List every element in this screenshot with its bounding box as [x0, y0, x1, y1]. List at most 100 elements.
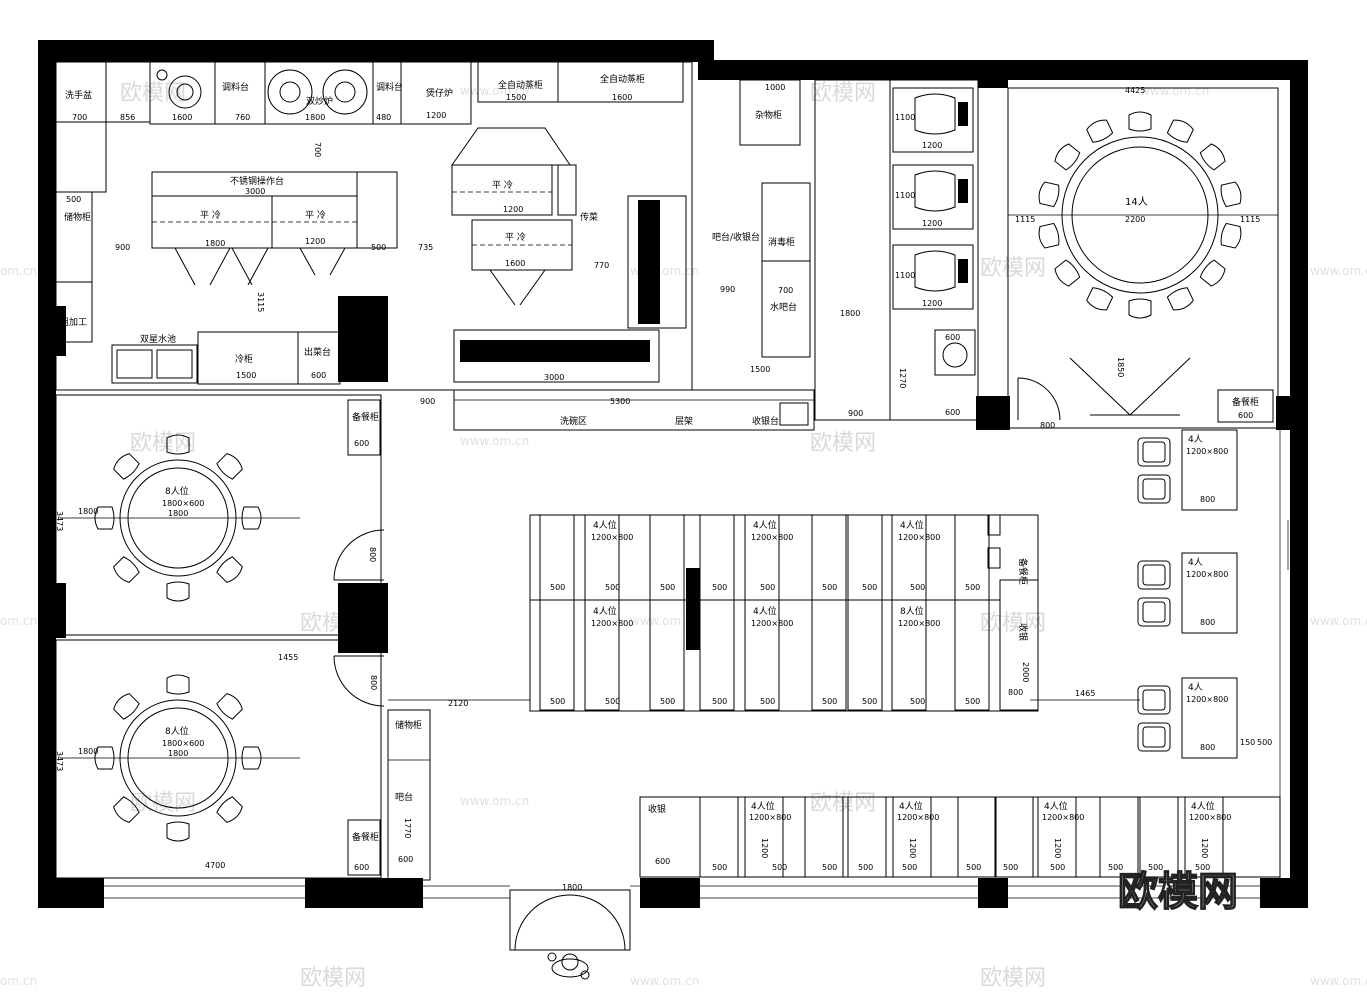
dim: 500 — [712, 583, 727, 592]
dim: 500 — [605, 583, 620, 592]
booth-bench — [892, 796, 932, 878]
dim: 1800 — [562, 883, 582, 892]
dim: 500 — [1148, 863, 1163, 872]
chair-icon — [216, 693, 243, 720]
chair-icon — [1054, 143, 1081, 171]
dim: 1455 — [278, 653, 298, 662]
dim: 735 — [418, 243, 433, 252]
dim: 1270 — [898, 368, 907, 388]
dim: 500 — [660, 583, 675, 592]
watermark: 欧模网 — [130, 791, 196, 816]
dim: 900 — [848, 409, 863, 418]
dim: 1100 — [895, 113, 915, 122]
chair-icon — [216, 796, 243, 823]
chair-icon — [94, 506, 115, 530]
dim: 2120 — [448, 699, 468, 708]
chair-icon — [166, 581, 190, 602]
booth-spec: 1200×800 — [897, 813, 939, 822]
wall-bottom-left — [38, 878, 104, 908]
booth-spec: 1200×800 — [591, 533, 633, 542]
watermark-url: www.om.cn — [1140, 84, 1209, 98]
dim: 3473 — [55, 751, 64, 771]
dim: 500 — [550, 697, 565, 706]
chair-icon — [1137, 474, 1171, 504]
toilet-stall-3: 1200 1100 — [892, 244, 974, 310]
label-flat-cold: 平 冷 — [505, 231, 526, 243]
booth-bench — [847, 796, 887, 878]
dim: 500 — [371, 243, 386, 252]
dim: 1500 — [236, 371, 256, 380]
booth-table-label: 4人位 — [899, 800, 923, 812]
dim: 1200 — [1200, 838, 1209, 858]
booth-table-label: 4人位 — [1191, 800, 1215, 812]
dim: 500 — [902, 863, 917, 872]
dim: 4700 — [205, 861, 225, 870]
vip-table-label: 14人 — [1125, 196, 1148, 208]
label-wash: 洗碗区 — [560, 415, 587, 427]
booth-table-label: 4人位 — [1044, 800, 1068, 812]
dim: 800 — [1200, 495, 1215, 504]
label-rinse: 粗加工 — [60, 316, 87, 328]
booth-bench — [699, 599, 735, 711]
chair-icon — [113, 556, 140, 583]
chair-icon — [1137, 722, 1171, 752]
wall-notch — [698, 40, 714, 80]
dim: 500 — [605, 697, 620, 706]
dim: 500 — [760, 697, 775, 706]
dim: 500 — [822, 583, 837, 592]
watermark-url: www.om.cn — [1310, 614, 1367, 628]
chair-icon — [216, 453, 243, 480]
dim: 1800 — [78, 507, 98, 516]
dim: 700 — [72, 113, 87, 122]
booth-bench — [1037, 796, 1077, 878]
label-cashier: 收银台 — [752, 415, 779, 427]
booth-table — [1181, 552, 1238, 634]
dim: 1770 — [403, 818, 412, 838]
wall-top-right — [700, 60, 1308, 80]
dim: 500 — [965, 697, 980, 706]
label-steamer-r: 全自动蒸柜 — [600, 73, 645, 85]
wall-bottom-c — [640, 878, 700, 908]
dim: 150 — [1240, 738, 1255, 747]
chair-icon — [1128, 111, 1152, 132]
dim: 600 — [655, 857, 670, 866]
dim: 700 — [313, 142, 322, 157]
label-cabinet: 备餐柜 — [1017, 558, 1029, 585]
dim: 1000 — [765, 83, 785, 92]
wall-bottom-mid — [305, 878, 423, 908]
booth-table-label: 4人位 — [593, 605, 617, 617]
dim: 1600 — [612, 93, 632, 102]
toilet-stall-2: 1200 1100 — [892, 164, 974, 230]
dim: 1200 — [1053, 838, 1062, 858]
vip-cabinet: 备餐柜 — [1232, 396, 1259, 408]
bottom-booths: 4人位1200×80012004人位1200×80012004人位1200×80… — [699, 796, 1231, 878]
dim: 760 — [235, 113, 250, 122]
watermark-url: www.om.cn — [460, 794, 529, 808]
watermark-url: www.om.cn — [630, 614, 699, 628]
booth-bench — [957, 796, 997, 878]
dim: 700 — [778, 286, 793, 295]
dim: 1800×600 — [162, 739, 204, 748]
label-store: 储物柜 — [395, 719, 422, 731]
dim: 500 — [910, 697, 925, 706]
watermark: 欧模网 — [130, 431, 196, 456]
dim: 600 — [354, 863, 369, 872]
chair-icon — [1166, 119, 1194, 143]
dim: 500 — [712, 697, 727, 706]
dim: 3115 — [256, 292, 265, 312]
dim: 600 — [1238, 411, 1253, 420]
label-sink: 双星水池 — [140, 333, 176, 345]
chair-icon — [1137, 685, 1171, 715]
watermark-url: www.om.cn — [460, 434, 529, 448]
booth-bench — [584, 599, 620, 711]
dim: 1465 — [1075, 689, 1095, 698]
watermark: 欧模网 — [810, 81, 876, 106]
kitchen: 洗手盆 调料台 双炒炉 调料台 煲仔炉 全自动蒸柜 全自动蒸柜 700 856 … — [55, 61, 815, 431]
label-wash-basin: 洗手盆 — [65, 89, 92, 101]
dim: 1600 — [172, 113, 192, 122]
room-1-chairs — [94, 434, 262, 602]
vip-room: 14人 2200 4425 1115 1115 1850 800 备餐柜 600 — [1007, 86, 1279, 430]
dim: 800 — [1008, 688, 1023, 697]
chair-icon — [1137, 437, 1171, 467]
